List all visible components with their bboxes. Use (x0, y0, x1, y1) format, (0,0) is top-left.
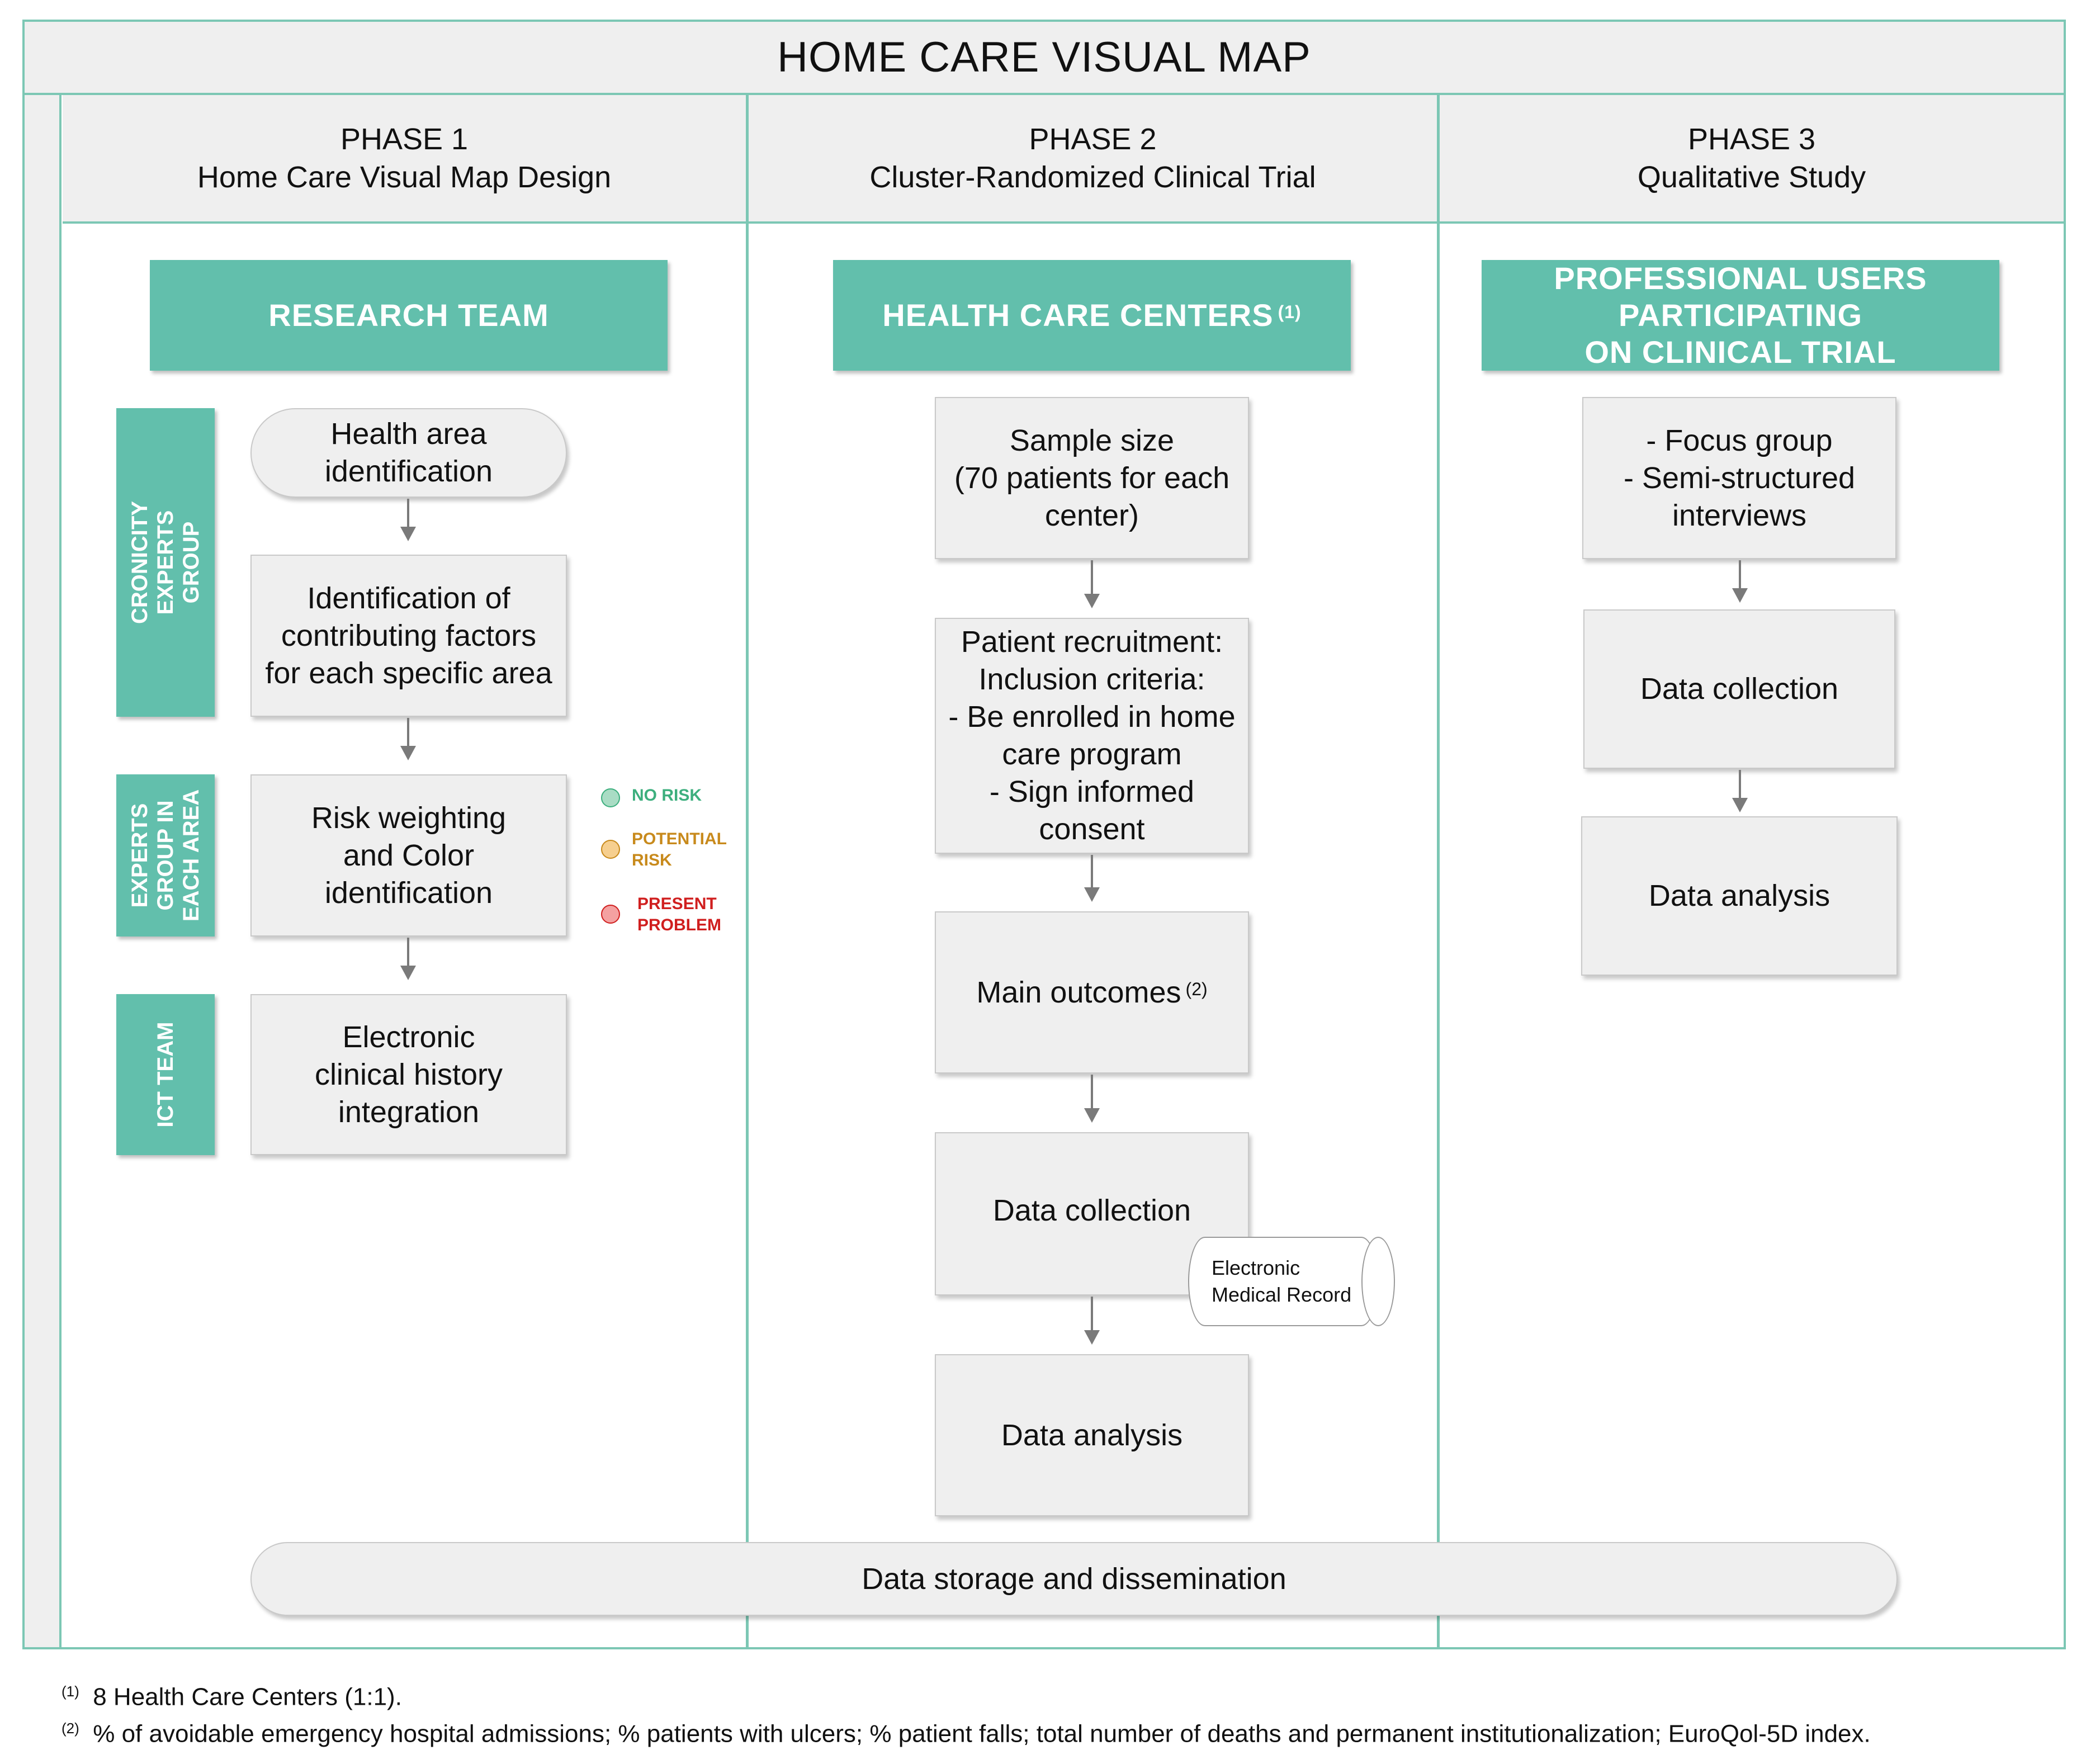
emr-cylinder-cap (1361, 1237, 1395, 1326)
phase-1-name: Home Care Visual Map Design (197, 160, 612, 194)
phase-3-name: Qualitative Study (1637, 160, 1866, 194)
main-outcomes-step: Main outcomes(2) (935, 911, 1249, 1073)
risk-weighting-step: Risk weighting and Color identification (250, 774, 567, 937)
footnote-1-mark: (1) (62, 1683, 79, 1700)
footnote-1: (1) 8 Health Care Centers (1:1). (62, 1676, 402, 1713)
health-area-identification: Health area identification (250, 408, 567, 498)
data-analysis-step: Data analysis (935, 1354, 1249, 1516)
phase-2-name: Cluster-Randomized Clinical Trial (869, 160, 1316, 194)
experts-area-tag: EXPERTS GROUP IN EACH AREA (116, 774, 215, 937)
patient-recruitment-step: Patient recruitment: Inclusion criteria:… (935, 618, 1249, 854)
contributing-factors-step: Identification of contributing factors f… (250, 555, 567, 717)
cronicity-experts-tag: CRONICITY EXPERTS GROUP (116, 408, 215, 717)
arrow (400, 718, 416, 760)
phase3-data-collection-step: Data collection (1583, 609, 1895, 769)
footnote-2-mark: (2) (62, 1720, 79, 1737)
phase-3-number: PHASE 3 (1687, 122, 1816, 156)
emr-database-icon: Electronic Medical Record (1188, 1237, 1378, 1326)
sample-size-step: Sample size (70 patients for each center… (935, 397, 1249, 559)
left-strip (25, 95, 62, 1647)
phase-3-header: PHASE 3 Qualitative Study (1440, 95, 2064, 224)
arrow (1084, 560, 1100, 608)
legend-present-problem: PRESENT PROBLEM (637, 895, 721, 934)
phase3-data-analysis-step: Data analysis (1581, 816, 1898, 976)
no-risk-dot-icon (601, 788, 620, 807)
diagram-title: HOME CARE VISUAL MAP (22, 20, 2066, 95)
arrow (1084, 1297, 1100, 1345)
phase-2-number: PHASE 2 (1029, 122, 1157, 156)
arrow (1732, 770, 1748, 812)
clinical-history-integration-step: Electronic clinical history integration (250, 994, 567, 1155)
professional-users-header: PROFESSIONAL USERS PARTICIPATING ON CLIN… (1482, 260, 1999, 371)
research-team-header: RESEARCH TEAM (150, 260, 668, 371)
arrow (1084, 1075, 1100, 1123)
legend-no-risk: NO RISK (632, 786, 702, 805)
arrow (1732, 560, 1748, 603)
data-storage-dissemination: Data storage and dissemination (250, 1542, 1898, 1616)
present-problem-dot-icon (601, 905, 620, 924)
arrow (400, 938, 416, 980)
footnote-1-ref: (1) (1278, 302, 1302, 322)
column-divider (746, 95, 749, 1647)
health-care-centers-header: HEALTH CARE CENTERS(1) (833, 260, 1351, 371)
arrow (1084, 855, 1100, 902)
phase-2-header: PHASE 2 Cluster-Randomized Clinical Tria… (749, 95, 1437, 224)
footnote-1-text: 8 Health Care Centers (1:1). (93, 1683, 402, 1711)
column-divider (1437, 95, 1440, 1647)
footnote-2-text: % of avoidable emergency hospital admiss… (93, 1720, 1871, 1748)
ict-team-tag: ICT TEAM (116, 994, 215, 1155)
arrow (400, 499, 416, 541)
phase-1-header: PHASE 1 Home Care Visual Map Design (63, 95, 746, 224)
footnote-2: (2) % of avoidable emergency hospital ad… (62, 1713, 1871, 1749)
footnote-2-ref: (2) (1185, 978, 1208, 999)
focus-group-step: - Focus group - Semi-structured intervie… (1582, 397, 1896, 559)
legend-potential-risk: POTENTIAL RISK (632, 830, 727, 869)
phase-1-number: PHASE 1 (340, 122, 469, 156)
potential-risk-dot-icon (601, 840, 620, 859)
